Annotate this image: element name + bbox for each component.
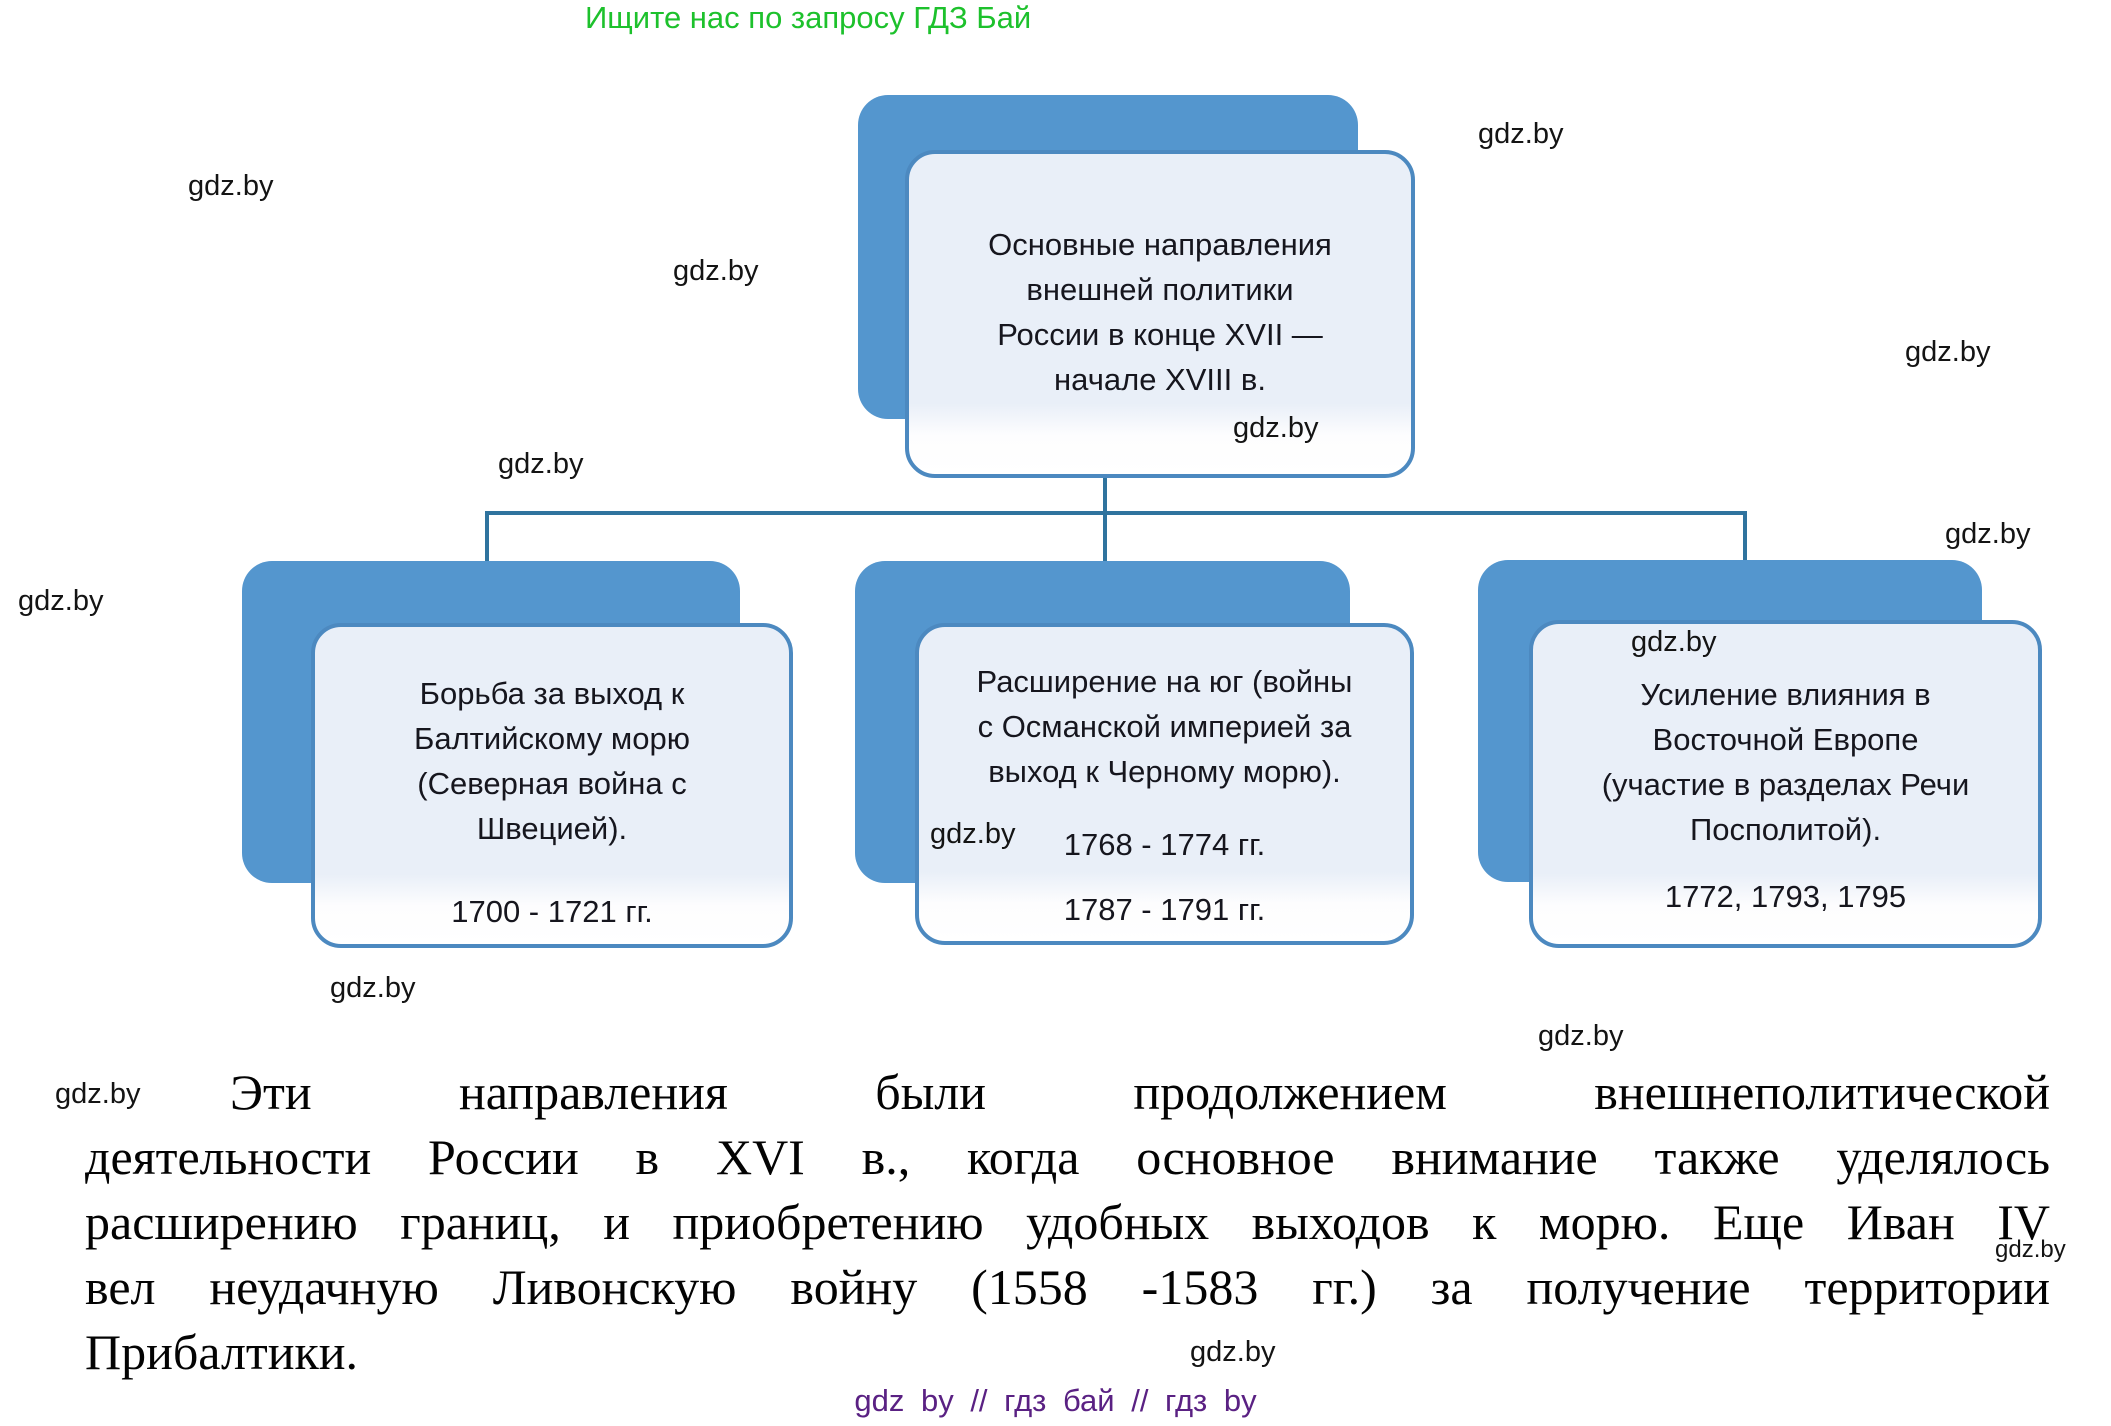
body-paragraph: Эти направления были продолжением внешне…: [85, 1060, 2050, 1385]
gdz-watermark: gdz.by: [1233, 412, 1319, 444]
node-date: 1768 - 1774 гг.: [1063, 827, 1266, 862]
paragraph-line: Прибалтики.: [85, 1324, 359, 1380]
node-text-line: с Османской империей за: [977, 709, 1352, 744]
paragraph-line: вел неудачную Ливонскую войну (1558 -158…: [85, 1259, 2050, 1315]
node-text-line: выход к Черному морю).: [988, 754, 1341, 789]
gdz-watermark: gdz.by: [18, 585, 104, 617]
node-date: 1700 - 1721 гг.: [451, 894, 653, 929]
gdz-watermark: gdz.by: [1190, 1336, 1276, 1368]
gdz-watermark: gdz.by: [1538, 1020, 1624, 1052]
node-front-panel: Основные направления внешней политики Ро…: [905, 150, 1415, 478]
node-text-line: Посполитой).: [1689, 812, 1882, 847]
node-front-panel: Расширение на юг (войны с Османской импе…: [915, 623, 1414, 945]
node-text-line: России в конце XVII —: [997, 317, 1323, 352]
paragraph-line: деятельности России в XVI в., когда осно…: [85, 1129, 2050, 1185]
node-text-line: Борьба за выход к: [419, 676, 685, 711]
node-text-line: внешней политики: [1026, 272, 1294, 307]
connector-drop-left: [485, 511, 489, 565]
gdz-watermark: gdz.by: [498, 448, 584, 480]
node-text-line: начале XVIII в.: [1054, 362, 1266, 397]
node-text-line: Основные направления: [988, 227, 1332, 262]
node-text-line: (участие в разделах Речи: [1601, 767, 1970, 802]
footer-watermark: gdz by // гдз бай // гдз by: [854, 1383, 1257, 1418]
gdz-watermark: gdz.by: [330, 972, 416, 1004]
gdz-watermark: gdz.by: [673, 255, 759, 287]
gdz-watermark: gdz.by: [1631, 626, 1717, 658]
search-promo-title: Ищите нас по запросу ГДЗ Бай: [585, 0, 1032, 35]
node-front-panel: Усиление влияния в Восточной Европе (уча…: [1529, 620, 2042, 948]
node-date: 1772, 1793, 1795: [1664, 879, 1907, 914]
connector-root-stem: [1103, 478, 1107, 565]
connector-drop-right: [1743, 511, 1747, 565]
node-text-line: Балтийскому морю: [414, 721, 690, 756]
node-text-line: Расширение на юг (войны: [976, 664, 1353, 699]
node-text-line: Швецией).: [476, 811, 628, 846]
node-text-line: (Северная война с: [417, 766, 687, 801]
gdz-watermark: gdz.by: [1995, 1236, 2066, 1263]
node-front-panel: Борьба за выход к Балтийскому морю (Севе…: [311, 623, 793, 948]
node-text-line: Восточной Европе: [1652, 722, 1919, 757]
node-text-line: Усиление влияния в: [1640, 677, 1931, 712]
paragraph-line: Эти направления были продолжением внешне…: [230, 1064, 2050, 1120]
gdz-watermark: gdz.by: [930, 818, 1016, 850]
gdz-watermark: gdz.by: [1905, 336, 1991, 368]
gdz-watermark: gdz.by: [1945, 518, 2031, 550]
gdz-watermark: gdz.by: [1478, 118, 1564, 150]
gdz-watermark: gdz.by: [188, 170, 274, 202]
gdz-watermark: gdz.by: [55, 1078, 141, 1110]
paragraph-line: расширению границ, и приобретению удобны…: [85, 1194, 2050, 1250]
node-date: 1787 - 1791 гг.: [1063, 892, 1266, 927]
connector-horizontal: [485, 511, 1747, 515]
